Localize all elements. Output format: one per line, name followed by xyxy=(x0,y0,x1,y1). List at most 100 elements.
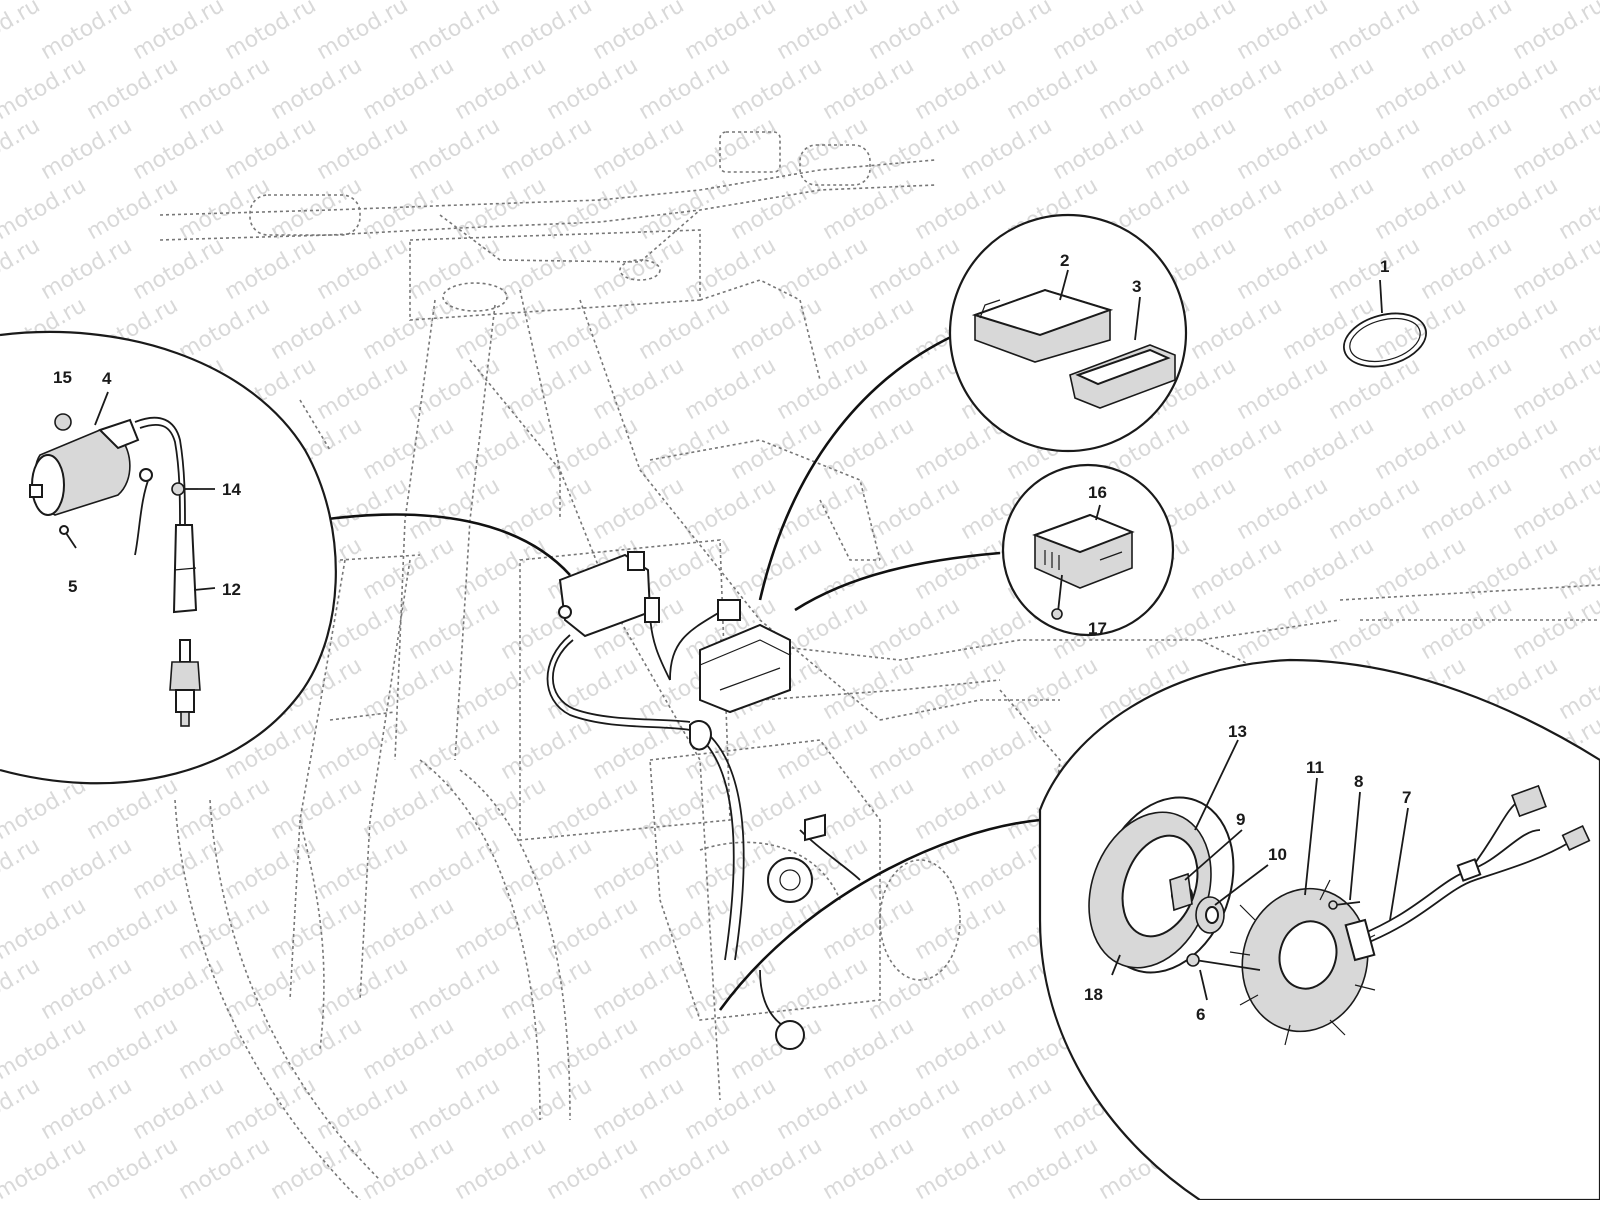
watermark-text: motod.ru xyxy=(1371,0,1471,5)
watermark-text: motod.ru xyxy=(313,713,413,785)
watermark-text: motod.ru xyxy=(865,0,965,65)
watermark-text: motod.ru xyxy=(1325,0,1425,65)
watermark-text: motod.ru xyxy=(681,0,781,65)
watermark-text: motod.ru xyxy=(405,833,505,905)
watermark-text: motod.ru xyxy=(1371,413,1471,485)
watermark-text: motod.ru xyxy=(543,0,643,5)
watermark-text: motod.ru xyxy=(1325,353,1425,425)
watermark-text: motod.ru xyxy=(37,233,137,305)
watermark-text: motod.ru xyxy=(129,953,229,1025)
watermark-text: motod.ru xyxy=(1463,53,1563,125)
watermark-text: motod.ru xyxy=(175,893,275,965)
callout-cdi: 2 3 xyxy=(950,215,1186,451)
watermark-text: motod.ru xyxy=(773,113,873,185)
watermark-text: motod.ru xyxy=(37,1193,137,1200)
watermark-text: motod.ru xyxy=(543,293,643,365)
watermark-text: motod.ru xyxy=(911,773,1011,845)
watermark-text: motod.ru xyxy=(0,173,90,245)
watermark-text: motod.ru xyxy=(589,1193,689,1200)
watermark-text: motod.ru xyxy=(83,893,183,965)
watermark-text: motod.ru xyxy=(1003,0,1103,5)
watermark-text: motod.ru xyxy=(0,1013,90,1085)
watermark-text: motod.ru xyxy=(129,1073,229,1145)
watermark-text: motod.ru xyxy=(359,413,459,485)
watermark-text: motod.ru xyxy=(635,413,735,485)
watermark-text: motod.ru xyxy=(773,0,873,65)
label-16: 16 xyxy=(1088,483,1107,502)
watermark-text: motod.ru xyxy=(635,773,735,845)
watermark-text: motod.ru xyxy=(589,0,689,65)
watermark-text: motod.ru xyxy=(1003,53,1103,125)
watermark-text: motod.ru xyxy=(359,533,459,605)
watermark-text: motod.ru xyxy=(405,113,505,185)
watermark-text: motod.ru xyxy=(635,1013,735,1085)
watermark-text: motod.ru xyxy=(405,713,505,785)
watermark-text: motod.ru xyxy=(37,953,137,1025)
watermark-text: motod.ru xyxy=(405,473,505,545)
watermark-text: motod.ru xyxy=(1417,473,1517,545)
watermark-text: motod.ru xyxy=(221,953,321,1025)
watermark-text: motod.ru xyxy=(359,1133,459,1200)
watermark-text: motod.ru xyxy=(405,1073,505,1145)
watermark-text: motod.ru xyxy=(1141,113,1241,185)
watermark-text: motod.ru xyxy=(497,713,597,785)
watermark-text: motod.ru xyxy=(1187,533,1287,605)
watermark-text: motod.ru xyxy=(543,53,643,125)
watermark-text: motod.ru xyxy=(589,353,689,425)
watermark-text: motod.ru xyxy=(451,293,551,365)
watermark-text: motod.ru xyxy=(543,1013,643,1085)
watermark-text: motod.ru xyxy=(267,53,367,125)
watermark-text: motod.ru xyxy=(773,353,873,425)
watermark-text: motod.ru xyxy=(819,53,919,125)
watermark-text: motod.ru xyxy=(221,233,321,305)
callout-regulator: 16 17 xyxy=(1003,465,1173,638)
watermark-text: motod.ru xyxy=(1509,0,1600,65)
label-18: 18 xyxy=(1084,985,1103,1004)
watermark-text: motod.ru xyxy=(1233,473,1333,545)
watermark-text: motod.ru xyxy=(819,293,919,365)
watermark-text: motod.ru xyxy=(267,293,367,365)
watermark-text: motod.ru xyxy=(773,233,873,305)
watermark-text: motod.ru xyxy=(1003,1133,1103,1200)
watermark-text: motod.ru xyxy=(1233,113,1333,185)
watermark-text: motod.ru xyxy=(497,353,597,425)
watermark-text: motod.ru xyxy=(819,1013,919,1085)
watermark-text: motod.ru xyxy=(1187,413,1287,485)
watermark-text: motod.ru xyxy=(37,1073,137,1145)
watermark-text: motod.ru xyxy=(865,1073,965,1145)
watermark-text: motod.ru xyxy=(773,1073,873,1145)
watermark-text: motod.ru xyxy=(543,1133,643,1200)
watermark-text: motod.ru xyxy=(175,293,275,365)
watermark-text: motod.ru xyxy=(497,1073,597,1145)
watermark-text: motod.ru xyxy=(129,113,229,185)
label-12: 12 xyxy=(222,580,241,599)
watermark-text: motod.ru xyxy=(359,173,459,245)
watermark-text: motod.ru xyxy=(773,473,873,545)
watermark-text: motod.ru xyxy=(865,233,965,305)
watermark-text: motod.ru xyxy=(451,653,551,725)
watermark-text: motod.ru xyxy=(313,113,413,185)
watermark-text: motod.ru xyxy=(911,0,1011,5)
label-11: 11 xyxy=(1306,758,1324,777)
watermark-text: motod.ru xyxy=(359,53,459,125)
label-4: 4 xyxy=(102,369,112,388)
watermark-text: motod.ru xyxy=(681,113,781,185)
watermark-text: motod.ru xyxy=(727,0,827,5)
watermark-text: motod.ru xyxy=(313,0,413,65)
label-14: 14 xyxy=(222,480,241,499)
watermark-text: motod.ru xyxy=(129,833,229,905)
watermark-text: motod.ru xyxy=(451,413,551,485)
label-3: 3 xyxy=(1132,277,1141,296)
watermark-text: motod.ru xyxy=(1049,1193,1149,1200)
watermark-text: motod.ru xyxy=(589,833,689,905)
watermark-text: motod.ru xyxy=(267,893,367,965)
watermark-text: motod.ru xyxy=(589,113,689,185)
watermark-text: motod.ru xyxy=(635,893,735,965)
watermark-text: motod.ru xyxy=(635,173,735,245)
watermark-text: motod.ru xyxy=(1325,113,1425,185)
watermark-text: motod.ru xyxy=(681,233,781,305)
watermark-text: motod.ru xyxy=(911,1013,1011,1085)
watermark-text: motod.ru xyxy=(1095,53,1195,125)
watermark-text: motod.ru xyxy=(1279,0,1379,5)
